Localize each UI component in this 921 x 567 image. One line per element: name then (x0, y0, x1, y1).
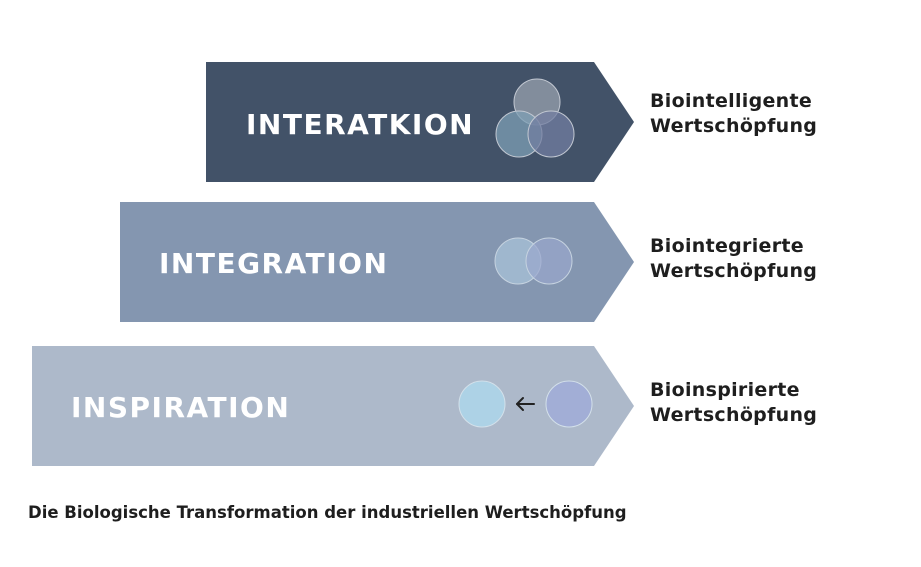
outcome-line: Biointegrierte (650, 235, 804, 257)
stage-inspiration-title: INSPIRATION (71, 391, 290, 424)
stage-interaktion-outcome: Biointelligente Wertschöpfung (650, 89, 817, 139)
outcome-line: Wertschöpfung (650, 404, 818, 426)
two-circles-arrow-icon (458, 380, 593, 428)
stage-integration-arrow (120, 202, 634, 322)
stage-integration: INTEGRATION (120, 202, 634, 322)
three-overlapping-circles-icon (495, 78, 575, 158)
two-overlapping-circles-icon (494, 237, 573, 285)
stage-interaktion: INTERATKION (206, 62, 634, 182)
stage-inspiration-outcome: Bioinspirierte Wertschöpfung (650, 378, 817, 428)
figure-caption: Die Biologische Transformation der indus… (28, 503, 627, 522)
outcome-line: Wertschöpfung (650, 115, 818, 137)
outcome-line: Biointelligente (650, 90, 813, 112)
stage-inspiration-arrow (32, 346, 634, 466)
stage-inspiration: INSPIRATION (32, 346, 634, 466)
arrow-left-icon (516, 397, 535, 411)
stage-interaktion-title: INTERATKION (246, 108, 474, 141)
outcome-line: Bioinspirierte (650, 379, 800, 401)
stage-integration-title: INTEGRATION (159, 247, 388, 280)
stage-integration-outcome: Biointegrierte Wertschöpfung (650, 234, 817, 284)
outcome-line: Wertschöpfung (650, 260, 818, 282)
